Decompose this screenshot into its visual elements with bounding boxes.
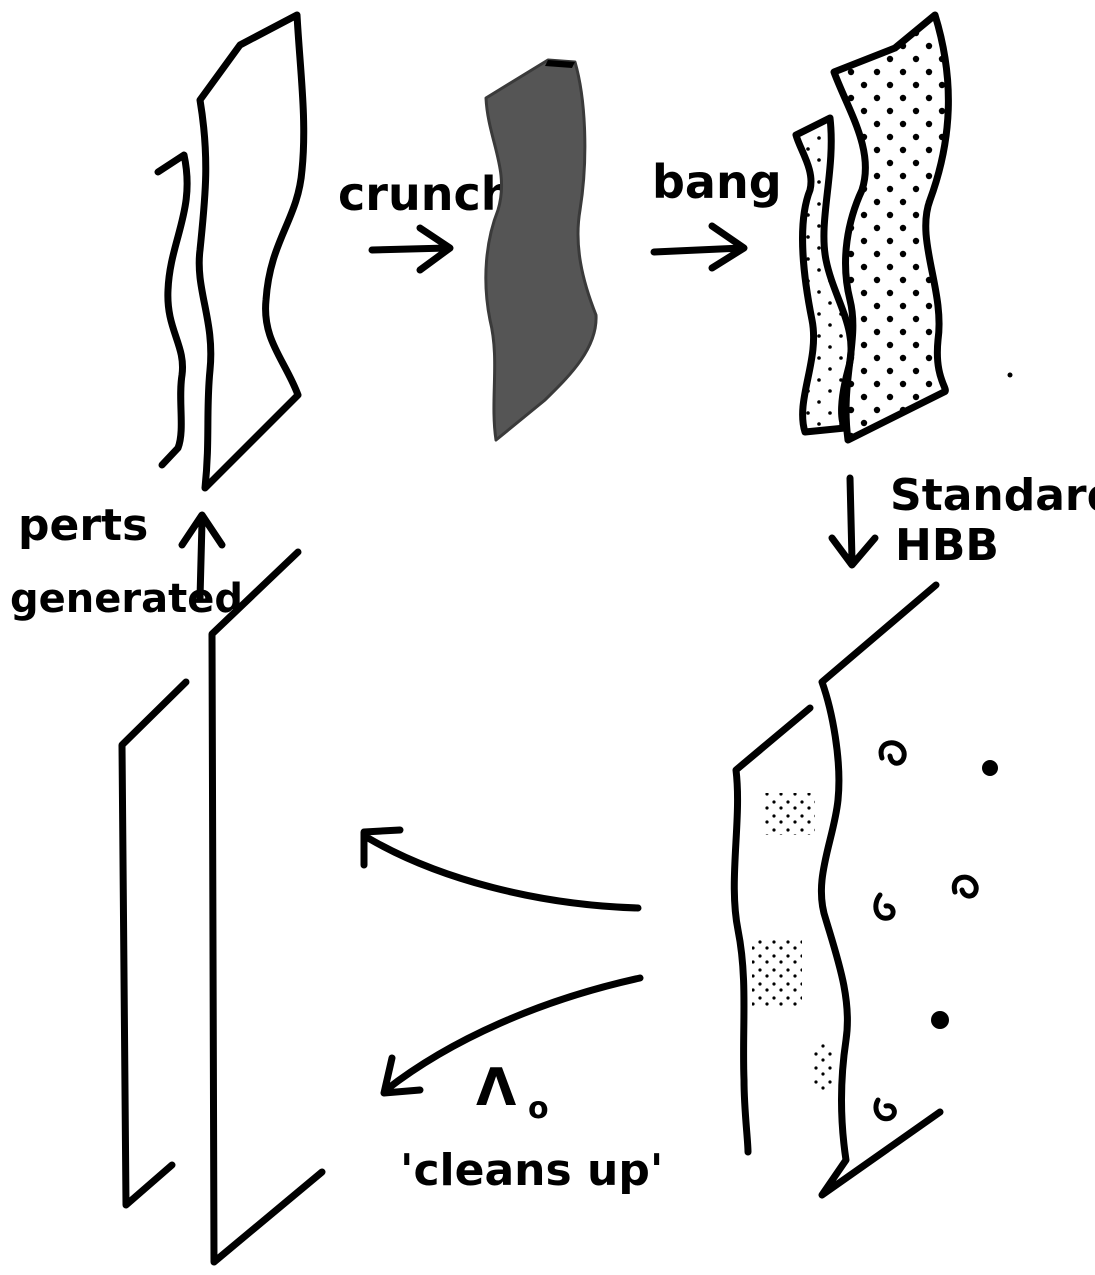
galaxy-blob-1 — [982, 760, 998, 776]
bang-brane-pair — [796, 15, 948, 440]
galaxy-swirl-2 — [954, 877, 976, 896]
flat-brane-pair — [122, 552, 322, 1262]
bang-arrow — [654, 226, 744, 268]
crunch-brane-shape — [486, 60, 596, 440]
flat-front-brane — [212, 552, 322, 1262]
hbb-cluster-3 — [812, 1042, 834, 1090]
galaxy-swirl-3 — [876, 895, 893, 918]
standard-hbb-arrow — [832, 478, 875, 565]
hbb-cluster-1 — [765, 793, 815, 835]
galaxy-blob-2 — [931, 1011, 949, 1029]
crunch-arrow — [372, 228, 450, 270]
bang-label: bang — [652, 155, 782, 209]
lambda-label: Λ — [476, 1058, 516, 1118]
standard-label: Standard — [890, 470, 1095, 521]
galaxy-swirl-4 — [876, 1100, 894, 1119]
hbb-brane-pair — [734, 585, 998, 1195]
perts-label: perts — [18, 500, 148, 551]
galaxy-swirl-1 — [881, 743, 904, 763]
hbb-label: HBB — [895, 520, 999, 571]
top-left-front-brane — [199, 15, 304, 488]
flat-back-brane — [122, 682, 186, 1205]
return-arrows: Λ o 'cleans up' — [364, 830, 663, 1196]
generated-label: generated — [10, 576, 243, 622]
top-left-brane-pair — [158, 15, 304, 488]
crunch-brane — [486, 60, 596, 440]
bang-front-brane — [834, 15, 948, 440]
stray-dot — [1008, 373, 1013, 378]
standard-hbb-arrow-group: Standard HBB — [832, 470, 1095, 571]
crunch-label: crunch — [338, 167, 513, 221]
cleans-up-label: 'cleans up' — [400, 1145, 663, 1196]
bang-arrow-group: bang — [652, 155, 782, 268]
hbb-front-brane — [821, 585, 940, 1195]
hbb-back-brane — [734, 708, 810, 1152]
perts-generated-group: perts generated — [10, 500, 243, 622]
hbb-cluster-2 — [752, 940, 802, 1010]
top-left-back-brane — [158, 155, 187, 465]
lambda-subscript: o — [528, 1091, 549, 1126]
return-arrow-upper — [364, 830, 638, 908]
